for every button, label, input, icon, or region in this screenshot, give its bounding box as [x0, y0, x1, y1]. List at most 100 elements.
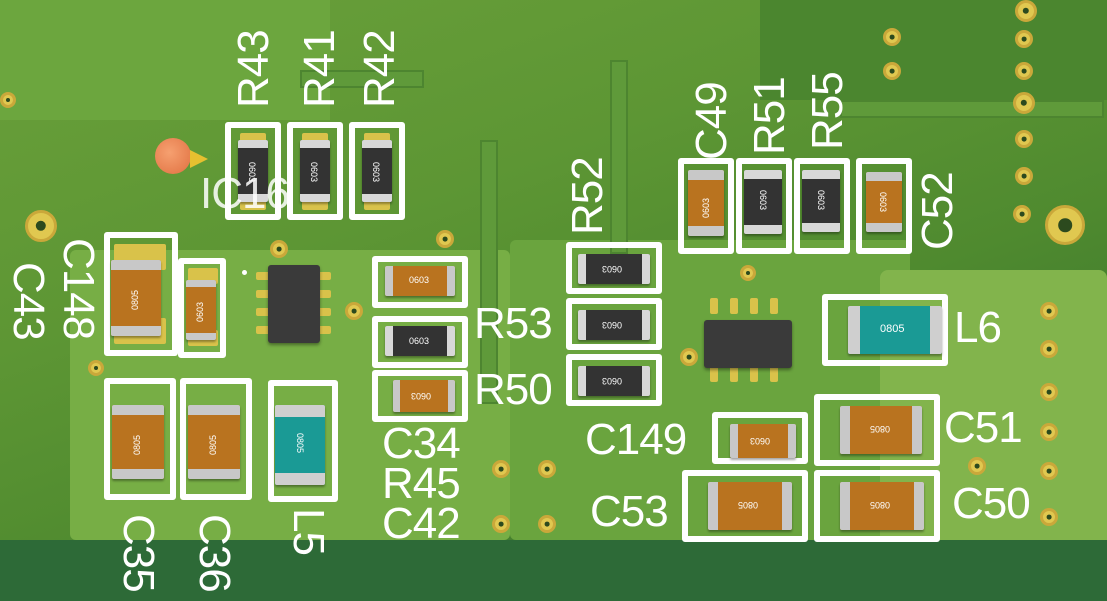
- pin: [315, 308, 331, 316]
- R55-outline: [794, 158, 850, 254]
- via: [1015, 30, 1033, 48]
- pin: [710, 298, 718, 314]
- ic-body[interactable]: [704, 320, 792, 368]
- via: [492, 515, 510, 533]
- C52-body[interactable]: 0603: [866, 172, 902, 232]
- C35-body[interactable]: 0805: [112, 405, 164, 479]
- L5-body[interactable]: 0805: [275, 405, 325, 485]
- package-code: 0603: [750, 436, 771, 446]
- label-C35: C35: [114, 514, 163, 592]
- package-code: 0805: [880, 323, 905, 335]
- C50-outline: [814, 470, 940, 542]
- package-code: 0603: [409, 275, 430, 285]
- via: [538, 515, 556, 533]
- R53-body[interactable]: 0603: [385, 326, 455, 356]
- via: [1013, 92, 1035, 114]
- R55-body[interactable]: 0603: [802, 170, 840, 232]
- C36-body[interactable]: 0805: [188, 405, 240, 479]
- C53-outline: [682, 470, 808, 542]
- via: [0, 92, 16, 108]
- C51-body[interactable]: 0805: [840, 406, 922, 454]
- pin1-marker-icon: [155, 138, 191, 174]
- pin: [730, 366, 738, 382]
- package-code: 0603: [816, 190, 826, 211]
- L6-outline: [822, 294, 948, 366]
- resistor-outline: [566, 298, 662, 350]
- via: [1013, 205, 1031, 223]
- label-R41: R41: [295, 30, 344, 108]
- label-R43: R43: [229, 30, 278, 108]
- R51-body[interactable]: 0603: [744, 170, 782, 234]
- C34-outline: [372, 370, 468, 422]
- R41-body[interactable]: 0603: [300, 140, 330, 202]
- L6-body[interactable]: 0805: [848, 306, 942, 354]
- package-code: 0805: [208, 434, 218, 455]
- label-R52: R52: [563, 157, 612, 235]
- pin: [730, 298, 738, 314]
- C49-body[interactable]: 0603: [688, 170, 724, 236]
- C50-body[interactable]: 0805: [840, 482, 924, 530]
- R43-body[interactable]: 0603: [238, 140, 268, 202]
- package-code: 0603: [602, 264, 623, 274]
- C34-body[interactable]: 0603: [393, 380, 455, 412]
- via: [1015, 0, 1037, 22]
- label-C148: C148: [54, 238, 103, 340]
- R42-body[interactable]: 0603: [362, 140, 392, 202]
- package-code: 0805: [738, 500, 759, 510]
- IC16-body[interactable]: [268, 265, 320, 343]
- C52-outline: [856, 158, 912, 254]
- via: [88, 360, 104, 376]
- label-IC16: IC16: [200, 169, 290, 218]
- C51-outline: [814, 394, 940, 466]
- C149-body[interactable]: 0603: [730, 424, 796, 458]
- cap-body[interactable]: 0603: [385, 266, 455, 296]
- via: [1040, 423, 1058, 441]
- label-R50: R50: [474, 365, 553, 414]
- package-code: 0805: [132, 434, 142, 455]
- resistor-body[interactable]: 0603: [578, 366, 650, 396]
- cap-outline: [178, 258, 226, 358]
- label-C34: C34: [382, 419, 461, 468]
- label-C49: C49: [687, 82, 736, 160]
- resistor-body[interactable]: 0603: [578, 254, 650, 284]
- via: [25, 210, 57, 242]
- label-C149: C149: [585, 415, 687, 464]
- label-C51: C51: [944, 403, 1023, 452]
- package-code: 0603: [602, 320, 623, 330]
- package-code: 0603: [371, 162, 381, 183]
- trace: [300, 70, 424, 88]
- pin1-dot-icon: [242, 270, 247, 275]
- R41-outline: [287, 122, 343, 220]
- via: [492, 460, 510, 478]
- resistor-body[interactable]: 0603: [578, 310, 650, 340]
- package-code: 0603: [309, 162, 319, 183]
- pin: [770, 298, 778, 314]
- package-code: 0603: [195, 301, 205, 322]
- via: [1015, 62, 1033, 80]
- via: [270, 240, 288, 258]
- label-R42: R42: [355, 30, 404, 108]
- label-R53: R53: [474, 299, 553, 348]
- C148-body[interactable]: 0805: [111, 260, 161, 336]
- via: [680, 348, 698, 366]
- cap-body[interactable]: 0603: [186, 280, 216, 340]
- pin: [315, 272, 331, 280]
- label-C42: C42: [382, 499, 461, 548]
- copper-plane: [760, 0, 1107, 100]
- R51-outline: [736, 158, 792, 254]
- pin: [750, 298, 758, 314]
- via: [740, 265, 756, 281]
- package-code: 0805: [870, 500, 891, 510]
- C53-body[interactable]: 0805: [708, 482, 792, 530]
- pin: [256, 290, 272, 298]
- label-R51: R51: [745, 77, 794, 155]
- pin: [750, 366, 758, 382]
- label-C43: C43: [4, 262, 53, 340]
- via: [968, 457, 986, 475]
- C36-outline: [180, 378, 252, 500]
- via: [1045, 205, 1085, 245]
- pin: [256, 308, 272, 316]
- label-L6: L6: [954, 303, 1002, 352]
- R53-outline: [372, 316, 468, 368]
